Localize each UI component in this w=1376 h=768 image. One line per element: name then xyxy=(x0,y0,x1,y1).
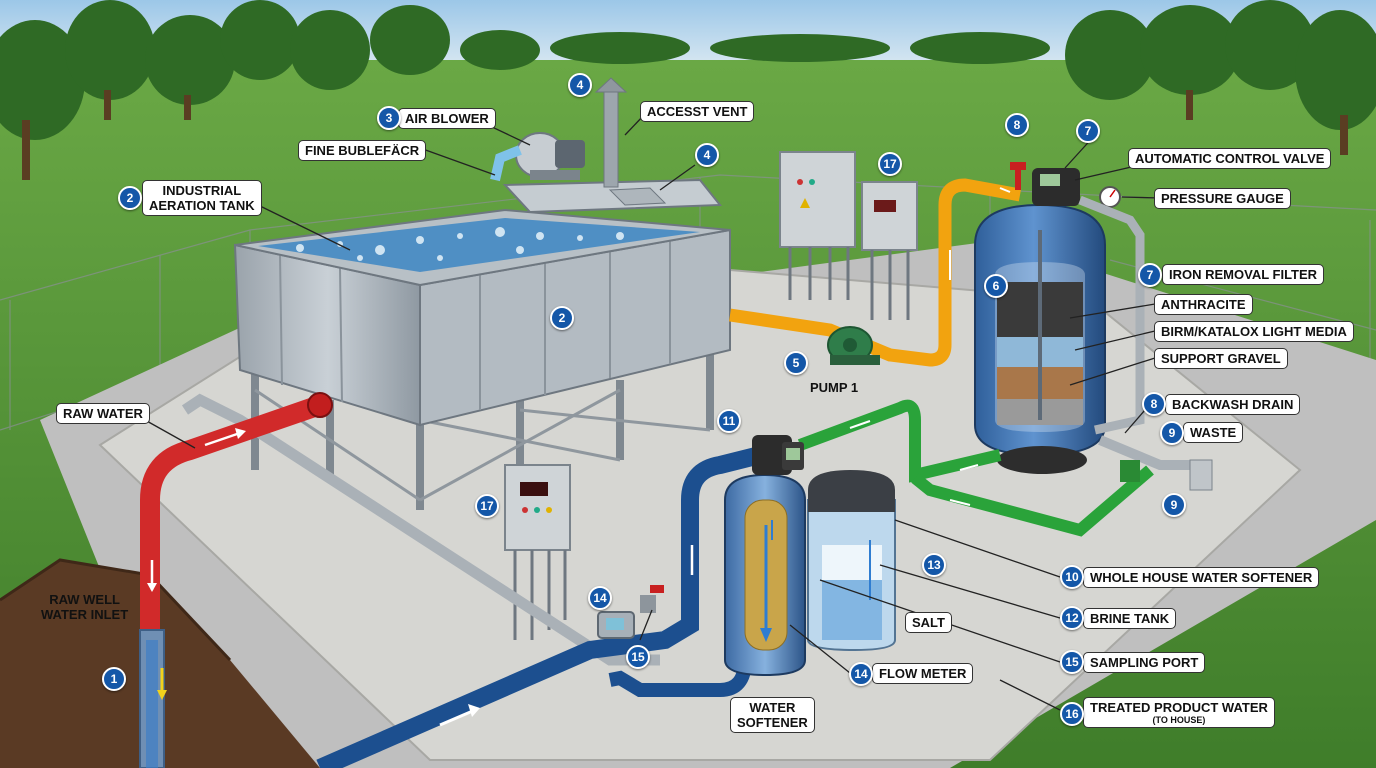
label-treated-product-water: TREATED PRODUCT WATER (TO HOUSE) xyxy=(1083,697,1275,728)
badge-14-label: 14 xyxy=(849,662,873,686)
label-water-softener: WATER SOFTENER xyxy=(730,697,815,733)
label-flow-meter: FLOW METER xyxy=(872,663,974,684)
label-raw-well-water-inlet: RAW WELL WATER INLET xyxy=(35,590,134,624)
softened-water-pipe xyxy=(797,399,1154,537)
aeration-tank xyxy=(233,77,731,510)
label-salt: SALT xyxy=(905,612,952,633)
badge-5: 5 xyxy=(784,351,808,375)
label-industrial-line2: AERATION TANK xyxy=(149,198,255,213)
label-pump-1: PUMP 1 xyxy=(810,380,859,395)
badge-8-valve: 8 xyxy=(1005,113,1029,137)
label-raw-well-line1: RAW WELL xyxy=(49,592,120,607)
badge-2-label: 2 xyxy=(118,186,142,210)
badge-7-filter: 7 xyxy=(1138,263,1162,287)
label-anthracite: ANTHRACITE xyxy=(1154,294,1253,315)
tree-trunks xyxy=(22,90,1348,180)
tree-line xyxy=(0,0,1376,140)
badge-9-pipe: 9 xyxy=(1162,493,1186,517)
badge-4-vent: 4 xyxy=(568,73,592,97)
label-pressure-gauge: PRESSURE GAUGE xyxy=(1154,188,1291,209)
label-automatic-control-valve: AUTOMATIC CONTROL VALVE xyxy=(1128,148,1332,169)
water-softener-tank xyxy=(724,435,806,677)
label-to-house: (TO HOUSE) xyxy=(1152,715,1206,725)
badge-10: 10 xyxy=(1060,565,1084,589)
label-waste: WASTE xyxy=(1183,422,1244,443)
pump-1 xyxy=(827,326,880,365)
badge-17-front: 17 xyxy=(475,494,499,518)
badge-13: 13 xyxy=(922,553,946,577)
badge-16: 16 xyxy=(1060,702,1084,726)
badge-1: 1 xyxy=(102,667,126,691)
label-whole-house-softener: WHOLE HOUSE WATER SOFTENER xyxy=(1083,567,1320,588)
badge-9-waste: 9 xyxy=(1160,421,1184,445)
badge-4-hatch: 4 xyxy=(695,143,719,167)
badge-6: 6 xyxy=(984,274,1008,298)
label-industrial-aeration-tank: INDUSTRIAL AERATION TANK xyxy=(142,180,262,216)
label-raw-well-line2: WATER INLET xyxy=(41,607,129,622)
label-iron-removal-filter: IRON REMOVAL FILTER xyxy=(1162,264,1325,285)
label-treated-line: TREATED PRODUCT WATER xyxy=(1090,700,1268,715)
label-backwash-drain: BACKWASH DRAIN xyxy=(1165,394,1301,415)
label-birm-katalox: BIRM/KATALOX LIGHT MEDIA xyxy=(1154,321,1354,342)
vent-pipe xyxy=(603,91,619,188)
badge-12: 12 xyxy=(1060,606,1084,630)
pump-feed-pipe xyxy=(729,178,1022,367)
label-industrial-line1: INDUSTRIAL xyxy=(162,183,242,198)
badge-17-back: 17 xyxy=(878,152,902,176)
badge-11: 11 xyxy=(717,409,741,433)
iron-removal-filter-vessel xyxy=(974,162,1213,491)
control-panel-17-back xyxy=(779,151,918,320)
raw-water-pipe xyxy=(139,392,333,768)
badge-7-valve: 7 xyxy=(1076,119,1100,143)
control-panel-17-front xyxy=(504,464,571,640)
badge-8-drain: 8 xyxy=(1142,392,1166,416)
label-air-blower: AIR BLOWER xyxy=(398,108,496,129)
brine-tank xyxy=(807,470,896,652)
label-raw-water: RAW WATER xyxy=(56,403,150,424)
label-water-softener-line1: WATER xyxy=(749,700,796,715)
label-access-vent: ACCESST VENT xyxy=(640,101,755,122)
badge-3: 3 xyxy=(377,106,401,130)
label-water-softener-line2: SOFTENER xyxy=(737,715,808,730)
label-brine-tank: BRINE TANK xyxy=(1083,608,1177,629)
label-sampling-port: SAMPLING PORT xyxy=(1083,652,1206,673)
badge-14-meter: 14 xyxy=(588,586,612,610)
badge-15-label: 15 xyxy=(1060,650,1084,674)
badge-2-tank: 2 xyxy=(550,306,574,330)
badge-15-port: 15 xyxy=(626,645,650,669)
label-fine-bubble: FINE BUBLEFÄCR xyxy=(298,140,427,161)
label-support-gravel: SUPPORT GRAVEL xyxy=(1154,348,1288,369)
